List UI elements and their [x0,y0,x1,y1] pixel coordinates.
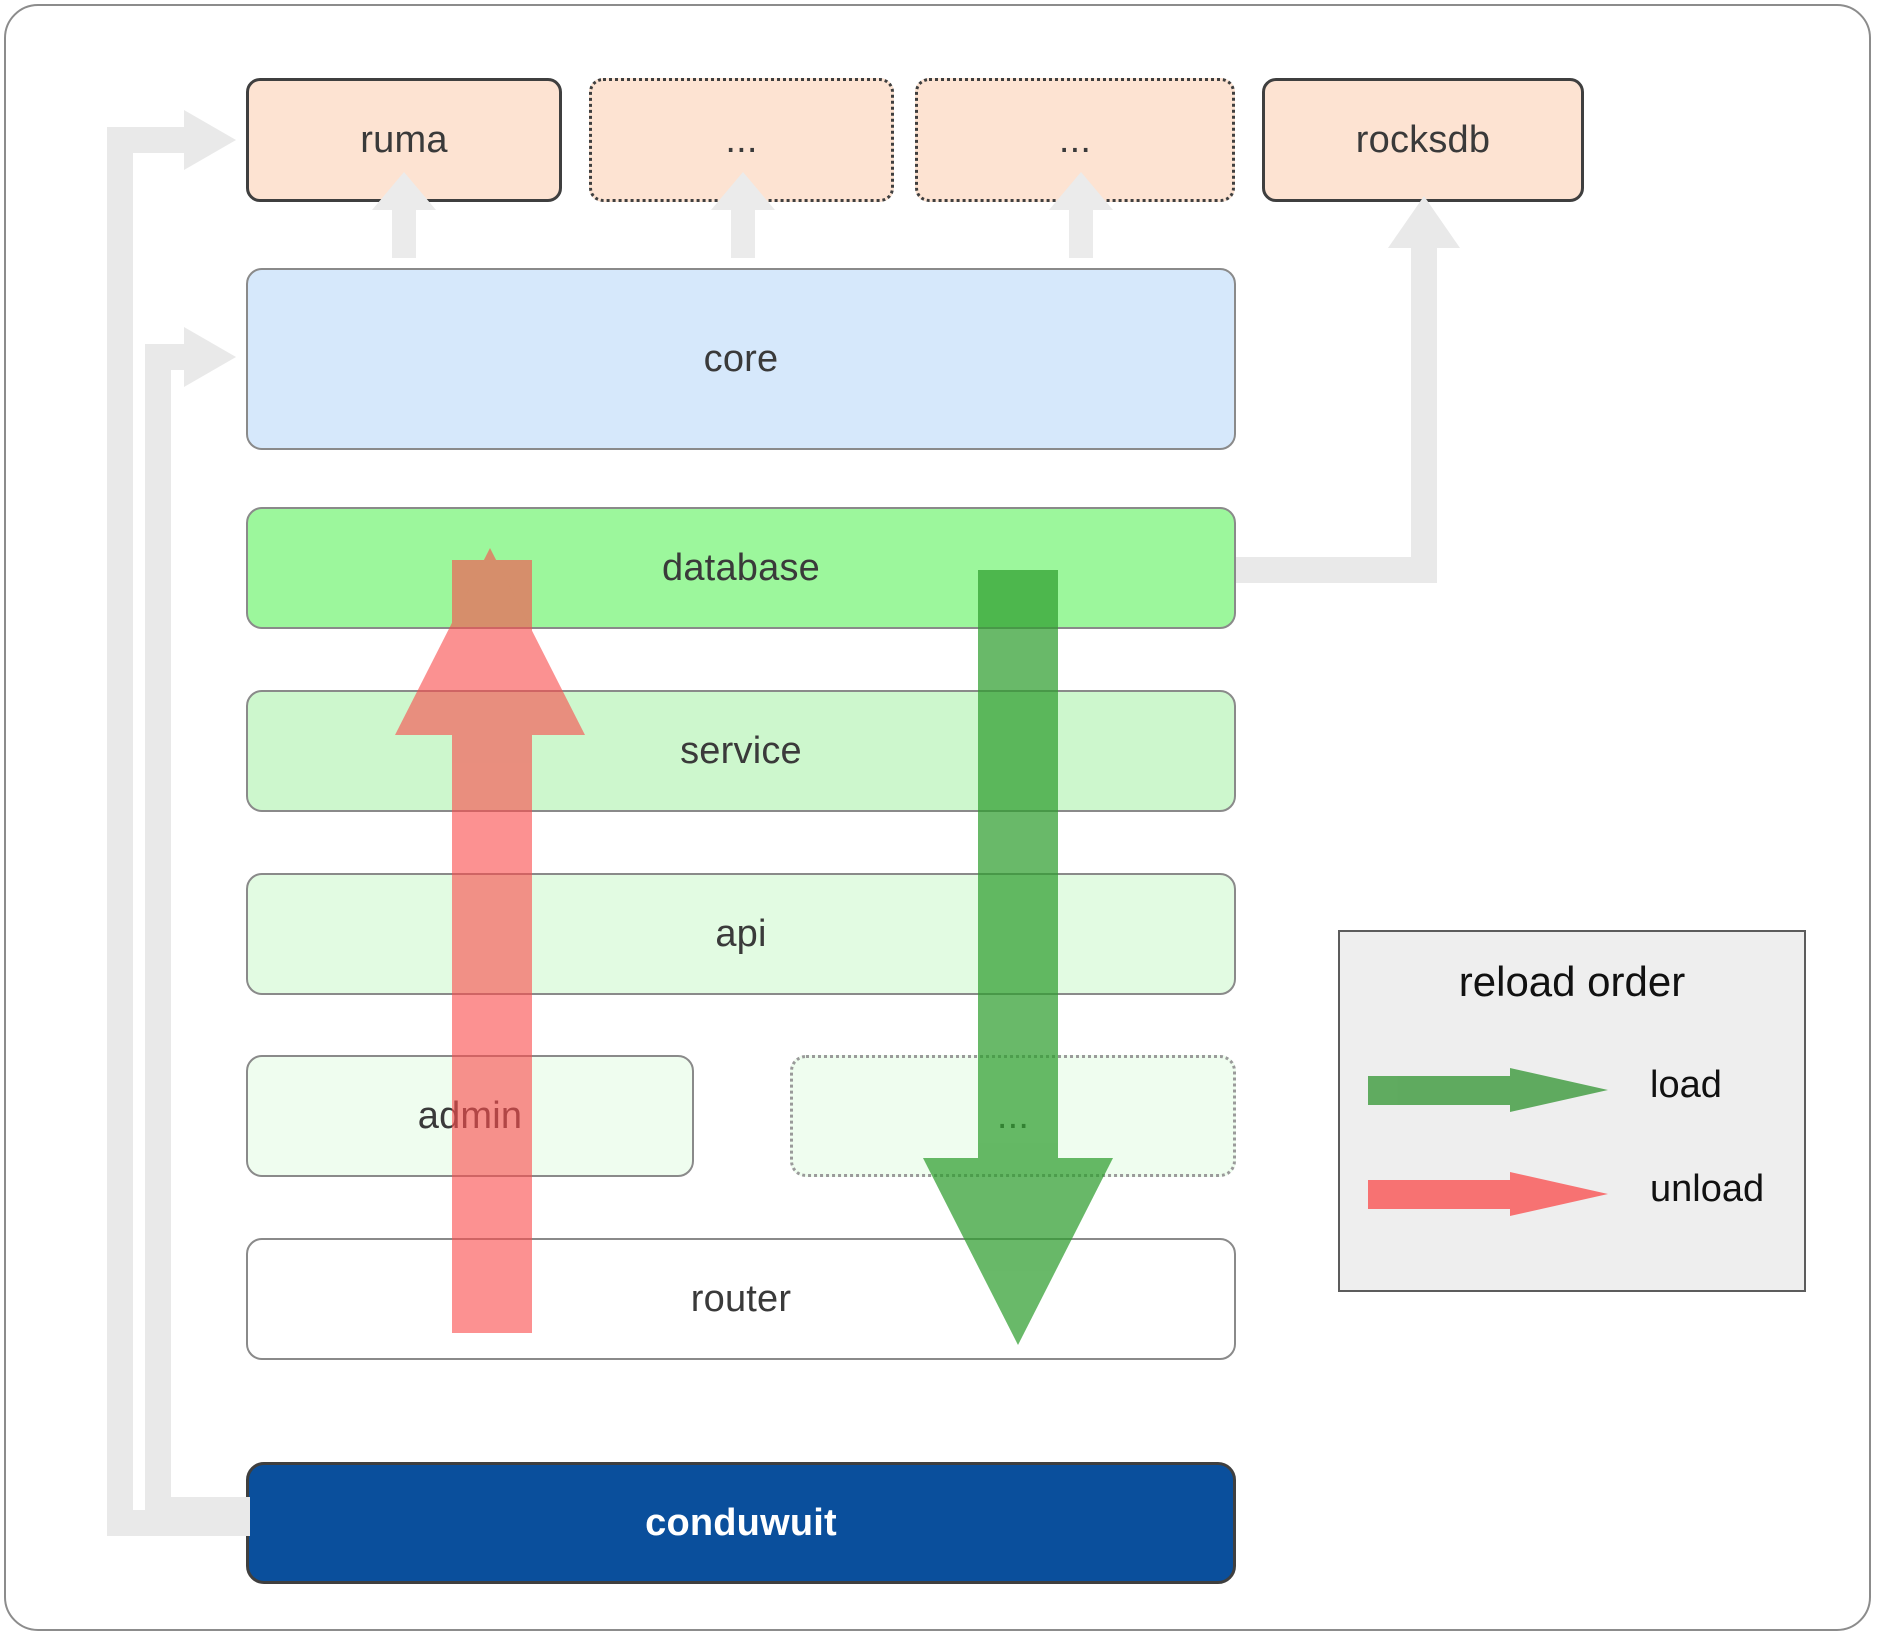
node-ruma[interactable]: ruma [246,78,562,202]
legend-row-unload: unload [1340,1154,1804,1234]
node-conduwuit[interactable]: conduwuit [246,1462,1236,1584]
legend-title: reload order [1458,958,1686,1005]
node-core[interactable]: core [246,268,1236,450]
node-database-label: database [662,546,820,589]
unload-arrow-icon [1368,1172,1608,1216]
node-core-label: core [703,337,779,380]
node-database[interactable]: database [246,507,1236,629]
node-admin-ellipsis[interactable]: ... [790,1055,1236,1177]
node-ellipsis-1-label: ... [725,118,758,161]
load-arrow-icon [1368,1068,1608,1112]
node-admin[interactable]: admin [246,1055,694,1177]
node-admin-label: admin [417,1094,523,1137]
node-ruma-label: ruma [360,118,448,161]
legend-label-load: load [1650,1064,1722,1106]
node-rocksdb[interactable]: rocksdb [1262,78,1584,202]
node-router-label: router [690,1277,792,1320]
legend-row-load: load [1340,1050,1804,1130]
diagram-frame [4,4,1871,1631]
node-admin-ellipsis-label: ... [996,1094,1030,1137]
node-ellipsis-1[interactable]: ... [589,78,894,202]
legend-label-unload: unload [1650,1168,1765,1210]
node-ellipsis-2-label: ... [1058,118,1092,161]
node-router[interactable]: router [246,1238,1236,1360]
legend-reload-order: reload order load unload [1338,930,1806,1292]
node-conduwuit-label: conduwuit [645,1501,837,1544]
node-service-label: service [680,729,802,772]
node-service[interactable]: service [246,690,1236,812]
node-ellipsis-2[interactable]: ... [915,78,1235,202]
node-api-label: api [715,912,767,955]
node-rocksdb-label: rocksdb [1355,118,1491,161]
node-api[interactable]: api [246,873,1236,995]
